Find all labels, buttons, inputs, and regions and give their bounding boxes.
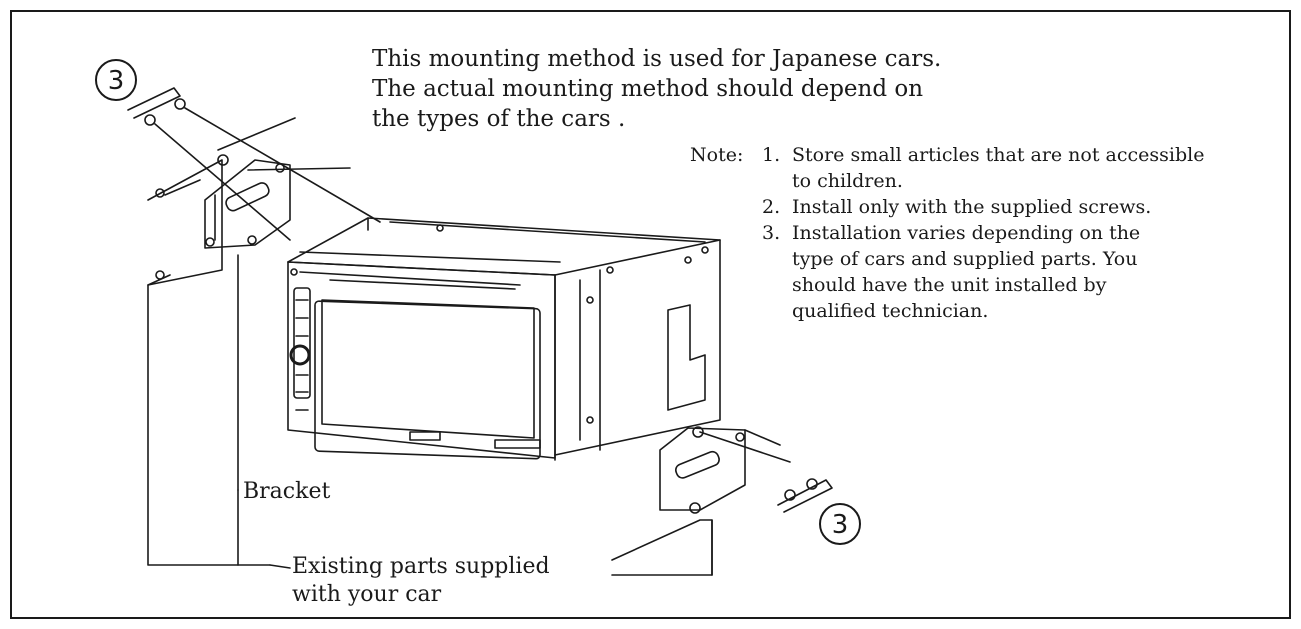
existing-parts-label: Existing parts supplied with your car: [292, 553, 550, 609]
callout-circle-top-left: [95, 59, 137, 101]
note-number-1: 1.: [762, 144, 781, 166]
note-number-3: 3.: [762, 222, 781, 244]
bracket-label: Bracket: [243, 479, 331, 504]
note-1-line-1: Store small articles that are not access…: [792, 144, 1205, 166]
note-number-2: 2.: [762, 196, 781, 218]
left-mounting-bracket: [204, 154, 291, 249]
note-1-line-2: to children.: [792, 170, 903, 192]
note-label: Note:: [690, 144, 744, 166]
note-3-line-3: should have the unit installed by: [792, 274, 1107, 296]
intro-line-2: The actual mounting method should depend…: [372, 76, 924, 102]
intro-line-3: the types of the cars .: [372, 106, 626, 132]
note-3-line-2: type of cars and supplied parts. You: [792, 248, 1138, 270]
callout-number-top-left: 3: [108, 66, 125, 96]
callout-number-bottom-right: 3: [832, 510, 849, 540]
intro-line-1: This mounting method is used for Japanes…: [372, 46, 942, 72]
note-2-line-1: Install only with the supplied screws.: [792, 196, 1152, 218]
head-unit-body: [287, 217, 721, 461]
head-unit-front-panel: [287, 261, 556, 460]
screw-pair-bottom-right: [777, 478, 833, 513]
diagram-frame: [10, 10, 1291, 619]
intro-text: This mounting method is used for Japanes…: [372, 44, 941, 134]
right-car-bracket: [611, 519, 713, 576]
left-car-bracket: [147, 159, 271, 566]
note-3-line-4: qualified technician.: [792, 300, 989, 322]
note-3-line-1: Installation varies depending on the: [792, 222, 1141, 244]
existing-parts-line-2: with your car: [292, 582, 442, 607]
note-item-2: 2. Install only with the supplied screws…: [762, 194, 1204, 220]
note-item-1: 1. Store small articles that are not acc…: [762, 142, 1204, 194]
note-list: 1. Store small articles that are not acc…: [762, 142, 1204, 324]
existing-parts-line-1: Existing parts supplied: [292, 554, 550, 579]
leader-existing-parts: [269, 564, 291, 569]
callout-circle-bottom-right: [819, 503, 861, 545]
screw-pair-top-left: [127, 87, 381, 241]
note-item-3: 3. Installation varies depending on the …: [762, 220, 1204, 324]
right-mounting-bracket: [659, 426, 791, 514]
